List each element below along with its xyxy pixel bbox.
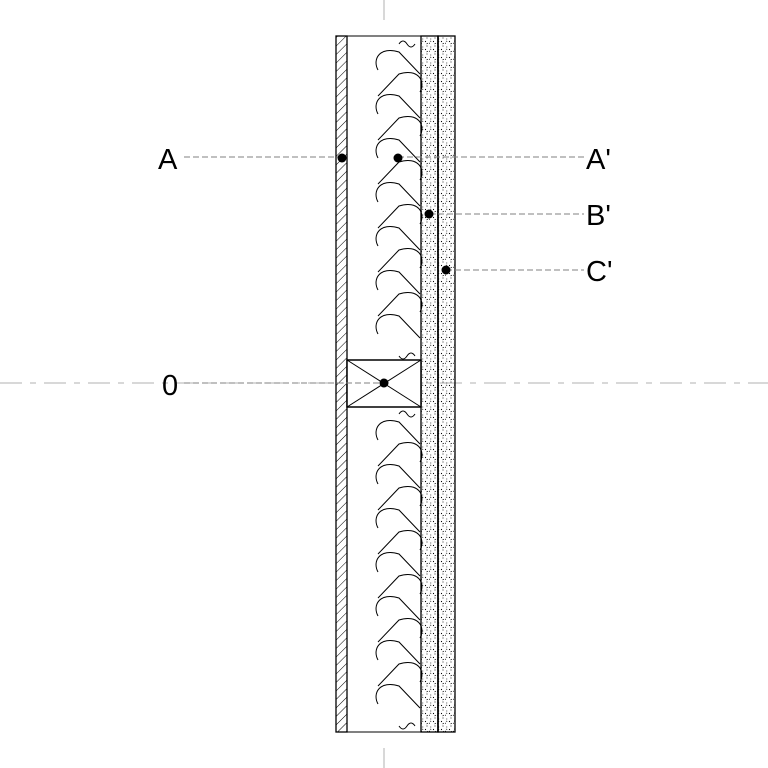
sheathing-layer: [420, 35, 439, 733]
inner-board-layer: [335, 35, 348, 733]
insulation-edge: [398, 40, 416, 360]
point-c-prime-marker: [441, 265, 451, 275]
cladding-layer: [437, 35, 456, 733]
label-c-prime: C': [586, 256, 612, 288]
insulation-batt: [375, 40, 423, 730]
label-b-prime: B': [586, 200, 611, 232]
labels: A A' B' C' 0: [158, 144, 612, 402]
leader-lines: [184, 156, 584, 384]
wall-layers: [335, 35, 456, 733]
points: [337, 153, 451, 388]
point-zero-marker: [379, 378, 389, 388]
label-a-prime: A': [586, 144, 611, 176]
insulation-loop-run: [375, 50, 423, 339]
point-a-marker: [337, 153, 347, 163]
insulation-loop-run: [375, 420, 423, 709]
label-zero: 0: [162, 370, 178, 402]
point-b-prime-marker: [424, 209, 434, 219]
label-a: A: [158, 144, 178, 176]
point-a-prime-marker: [393, 153, 403, 163]
insulation-edge: [398, 410, 416, 730]
